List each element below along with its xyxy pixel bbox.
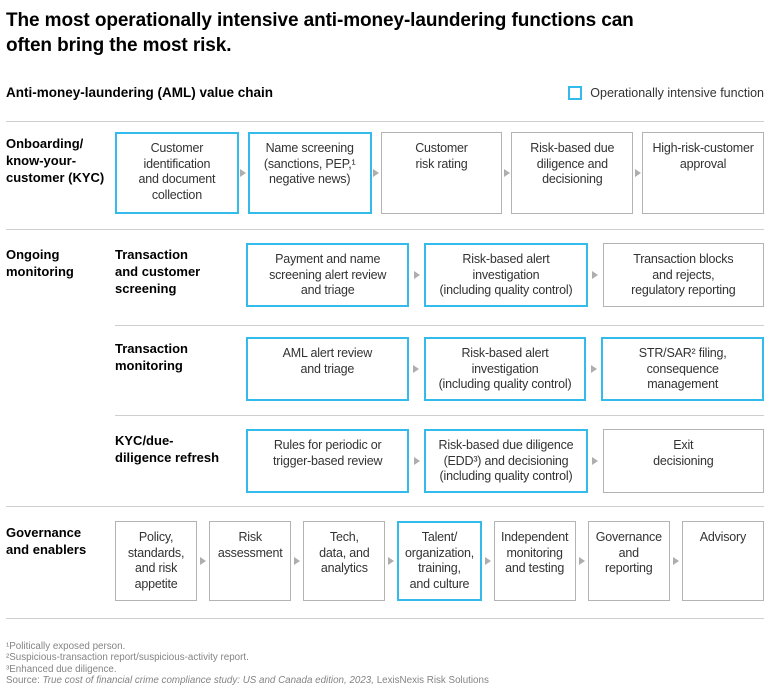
flow-arrow-icon (413, 365, 420, 373)
box-customer-identification: Customer identification and document col… (115, 132, 239, 214)
flow-arrow-icon (592, 457, 599, 465)
flow-arrow-icon (590, 365, 597, 373)
page-title: The most operationally intensive anti-mo… (6, 10, 634, 56)
flow-arrow-icon (240, 169, 247, 177)
box-str-sar-filing: STR/SAR² filing, consequence management (601, 337, 765, 401)
divider (6, 121, 764, 122)
box-high-risk-customer-approval: High-risk-customer approval (642, 132, 764, 214)
flow-arrow-icon (634, 169, 641, 177)
flow-arrow-icon (200, 557, 207, 565)
box-payment-name-screening-review: Payment and name screening alert review … (246, 243, 410, 307)
flow-arrow-icon (373, 169, 380, 177)
flow-arrow-icon (592, 271, 599, 279)
subrow-kyc-due-diligence-refresh: KYC/due- diligence refresh Rules for per… (115, 429, 764, 493)
box-name-screening: Name screening (sanctions, PEP,¹ negativ… (247, 132, 372, 214)
exhibit-header: Anti-money-laundering (AML) value chain … (6, 85, 764, 100)
flow-arrow-icon (503, 169, 510, 177)
box-risk-based-due-diligence: Risk-based due diligence and decisioning (511, 132, 634, 214)
box-customer-risk-rating: Customer risk rating (380, 132, 503, 214)
source-prefix: Source: (6, 675, 43, 687)
subrow-transaction-monitoring: Transaction monitoring AML alert review … (115, 337, 765, 401)
footnote-3: ³Enhanced due diligence. (6, 663, 117, 675)
flow-arrow-icon (578, 557, 585, 565)
subrow-label-transaction-monitoring: Transaction monitoring (115, 341, 188, 373)
row-onboarding-kyc: Onboarding/ know-your- customer (KYC) Cu… (6, 132, 764, 214)
box-aml-alert-review: AML alert review and triage (246, 337, 409, 401)
box-independent-monitoring-testing: Independent monitoring and testing (493, 521, 576, 601)
flow-arrow-icon (413, 271, 420, 279)
row-label-onboarding-kyc: Onboarding/ know-your- customer (KYC) (6, 136, 105, 185)
footnotes: ¹Politically exposed person. ²Suspicious… (6, 641, 764, 687)
subrow-label-transaction-customer-screening: Transaction and customer screening (115, 247, 201, 296)
box-transaction-blocks-rejects: Transaction blocks and rejects, regulato… (602, 243, 764, 307)
flow-arrow-icon (294, 557, 301, 565)
source-title: True cost of financial crime compliance … (42, 675, 374, 687)
source-line: Source: True cost of financial crime com… (6, 675, 764, 686)
intensive-function-swatch-icon (568, 85, 583, 100)
subrow-transaction-customer-screening: Transaction and customer screening Payme… (115, 243, 764, 307)
flow-arrow-icon (484, 557, 491, 565)
divider (6, 618, 764, 619)
row-governance-enablers: Governance and enablers Policy, standard… (6, 521, 764, 601)
row-ongoing-monitoring: Ongoing monitoring Transaction and custo… (6, 243, 765, 493)
box-governance-reporting: Governance and reporting (587, 521, 670, 601)
flow-arrow-icon (672, 557, 679, 565)
box-risk-assessment: Risk assessment (209, 521, 292, 601)
box-advisory: Advisory (681, 521, 764, 601)
box-exit-decisioning: Exit decisioning (602, 429, 764, 493)
row-label-governance-enablers: Governance and enablers (6, 525, 87, 557)
box-talent-organization-training-culture: Talent/ organization, training, and cult… (397, 521, 482, 601)
footnote-1: ¹Politically exposed person. (6, 641, 126, 652)
box-tech-data-analytics: Tech, data, and analytics (303, 521, 386, 601)
legend: Operationally intensive function (568, 85, 764, 100)
box-risk-based-alert-investigation-monitoring: Risk-based alert investigation (includin… (423, 337, 587, 401)
footnote-2: ²Suspicious-transaction report/suspiciou… (6, 652, 249, 664)
subrow-label-kyc-due-diligence-refresh: KYC/due- diligence refresh (115, 433, 220, 465)
source-suffix: LexisNexis Risk Solutions (373, 675, 489, 687)
flow-arrow-icon (388, 557, 395, 565)
box-risk-based-edd-decisioning: Risk-based due diligence (EDD³) and deci… (424, 429, 588, 493)
row-label-ongoing-monitoring: Ongoing monitoring (6, 247, 74, 279)
box-rules-periodic-review: Rules for periodic or trigger-based revi… (246, 429, 410, 493)
box-risk-based-alert-investigation-screening: Risk-based alert investigation (includin… (424, 243, 588, 307)
exhibit-title: Anti-money-laundering (AML) value chain (6, 85, 274, 100)
divider (6, 229, 764, 230)
box-policy-standards-risk-appetite: Policy, standards, and risk appetite (115, 521, 198, 601)
divider (115, 325, 764, 326)
legend-label: Operationally intensive function (590, 85, 764, 100)
flow-arrow-icon (413, 457, 420, 465)
kyc-process-boxes: Customer identification and document col… (115, 132, 764, 214)
divider (6, 506, 764, 507)
divider (115, 415, 764, 416)
